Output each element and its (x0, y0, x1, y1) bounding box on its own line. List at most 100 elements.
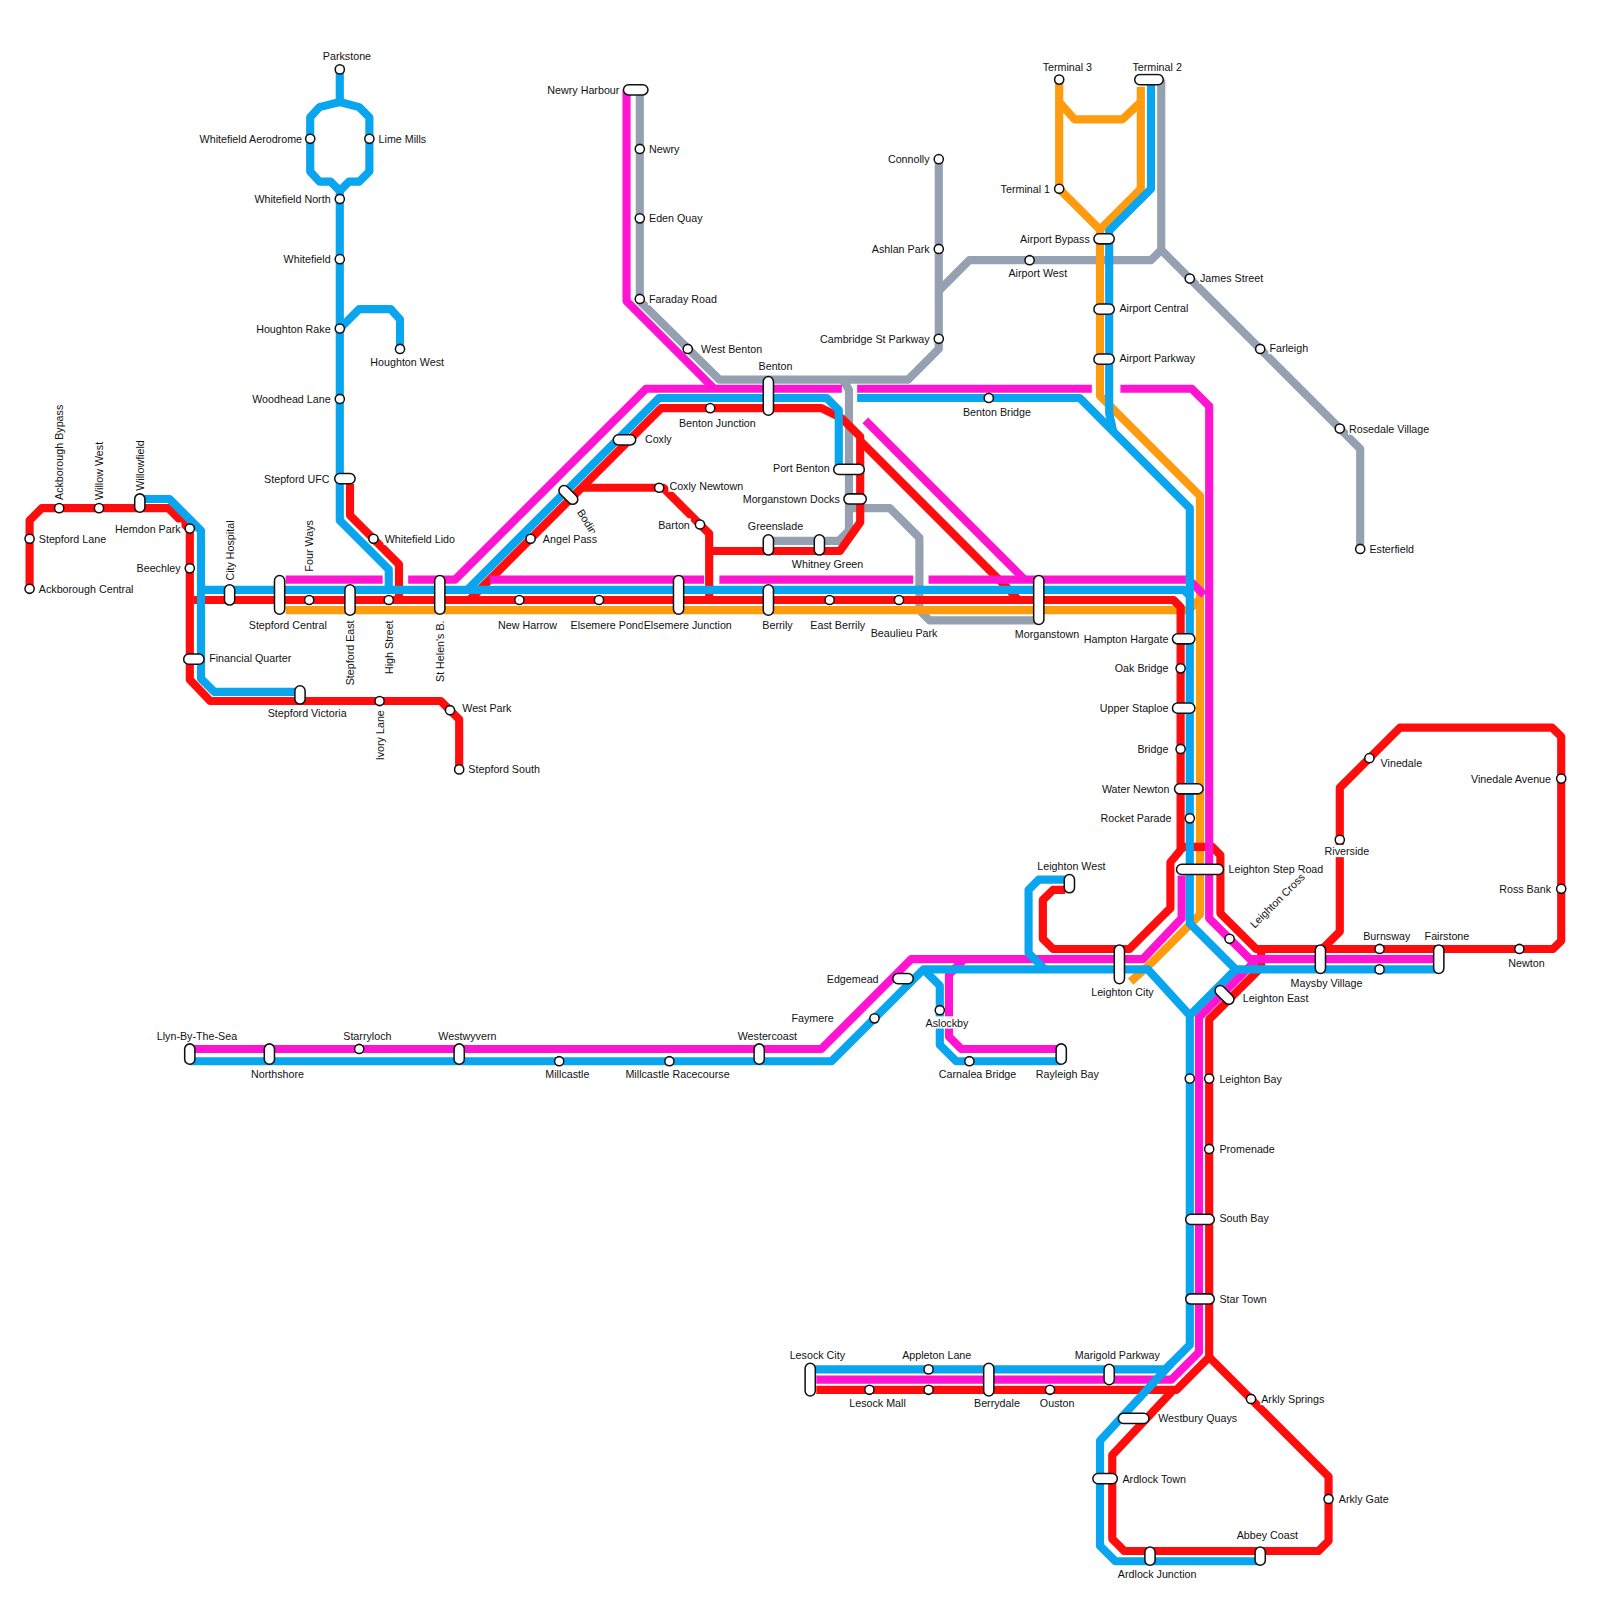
station-marker (635, 294, 644, 303)
station-label: Greenslade (747, 519, 804, 531)
grey-line (640, 80, 1360, 621)
station-label: Lesock City (789, 1349, 846, 1361)
interchange-marker (805, 1363, 815, 1396)
station-marker (185, 524, 194, 533)
interchange-marker (1094, 304, 1114, 314)
station-label: Stepford Central (248, 618, 328, 630)
interchange-marker (1114, 945, 1124, 984)
station-label: Connolly (887, 153, 931, 165)
station-label: Riverside (1324, 845, 1371, 857)
station-label: Newry Harbour (546, 84, 620, 96)
station-label: Water Newton (1101, 783, 1171, 795)
station-label: Ashlan Park (871, 243, 931, 255)
station-label: Whitefield Lido (384, 533, 456, 545)
station-label: Ivory Lane (373, 709, 385, 761)
interchange-marker (613, 435, 635, 445)
station-marker (683, 344, 692, 353)
interchange-marker (454, 1044, 464, 1064)
interchange-marker (1093, 1473, 1117, 1483)
station-label: Morganstown (1014, 628, 1080, 640)
station-marker (445, 706, 454, 715)
station-marker (305, 595, 314, 604)
station-label: Rayleigh Bay (1035, 1067, 1100, 1079)
interchange-marker (763, 585, 773, 616)
station-marker (335, 394, 344, 403)
interchange-marker (844, 494, 866, 504)
station-label: Beaulieu Park (870, 627, 939, 639)
interchange-marker (1186, 1214, 1215, 1224)
interchange-marker (984, 1363, 994, 1396)
station-marker (1055, 184, 1064, 193)
station-label: James Street (1199, 271, 1264, 283)
station-label: Faraday Road (648, 293, 718, 305)
blue-line (1109, 85, 1151, 432)
station-marker (526, 534, 535, 543)
station-label: Westercoast (737, 1030, 798, 1042)
station-label: Carnalea Bridge (938, 1067, 1017, 1079)
interchange-marker (834, 464, 865, 474)
station-label: New Harrow (497, 618, 558, 630)
station-label: Lime Mills (378, 133, 428, 145)
station-label: Arkly Springs (1260, 1393, 1325, 1405)
station-label: Bridge (1136, 743, 1169, 755)
station-label: Benton (758, 360, 794, 372)
station-label: Willowfield (134, 439, 146, 492)
station-label: West Park (461, 702, 512, 714)
station-marker (185, 564, 194, 573)
station-marker (635, 214, 644, 223)
station-label: St Helen's B. (434, 619, 446, 683)
blue-line (1029, 880, 1066, 970)
station-label: Stepford UFC (263, 472, 331, 484)
station-marker (1375, 944, 1384, 953)
station-label: Promenade (1218, 1143, 1275, 1155)
red-line (30, 508, 460, 769)
station-label: Llyn-By-The-Sea (156, 1030, 238, 1042)
station-label: Millcastle Racecourse (624, 1067, 730, 1079)
station-marker (365, 134, 374, 143)
blue-line (140, 499, 1190, 596)
station-label: Morganstown Docks (742, 493, 841, 505)
interchange-marker (557, 483, 580, 506)
station-marker (655, 483, 664, 492)
station-marker (924, 1385, 933, 1394)
station-label: Leighton East (1242, 992, 1310, 1004)
station-label: Four Ways (303, 519, 315, 572)
blue-line (140, 69, 1439, 1561)
interchange-marker (295, 686, 305, 704)
station-marker (306, 134, 315, 143)
interchange-marker (1145, 1547, 1155, 1565)
station-label: Airport West (1007, 266, 1068, 278)
station-marker (1324, 1494, 1333, 1503)
station-label: Beechley (136, 562, 182, 574)
interchange-marker (335, 473, 355, 483)
red-line (30, 408, 1562, 1551)
station-label: Airport Parkway (1118, 352, 1196, 364)
station-label: Leighton Step Road (1228, 863, 1325, 875)
station-label: Benton Junction (678, 416, 757, 428)
station-label: Edgemead (826, 972, 880, 984)
station-label: Whitefield North (253, 193, 331, 205)
station-label: Coxly (644, 433, 673, 445)
station-label: Faymere (790, 1012, 834, 1024)
station-label: Elsemere Junction (643, 618, 733, 630)
station-marker (395, 344, 404, 353)
station-label: Whitefield Aerodrome (199, 133, 303, 145)
station-marker (1557, 884, 1566, 893)
station-label: Elsemere Pond (569, 618, 644, 630)
station-marker (335, 194, 344, 203)
station-label: Newton (1507, 957, 1545, 969)
interchange-marker (224, 585, 234, 605)
station-label: Houghton Rake (255, 322, 331, 334)
station-label: Barton (657, 518, 691, 530)
blue-line (310, 102, 369, 191)
station-label: Benton Bridge (962, 406, 1032, 418)
magenta-line (857, 385, 1092, 393)
station-label: Houghton West (369, 356, 445, 368)
interchange-marker (274, 576, 284, 615)
station-marker (1335, 424, 1344, 433)
interchange-marker (435, 576, 445, 615)
station-marker (1365, 754, 1374, 763)
station-label: Port Benton (772, 462, 831, 474)
station-marker (1176, 744, 1185, 753)
